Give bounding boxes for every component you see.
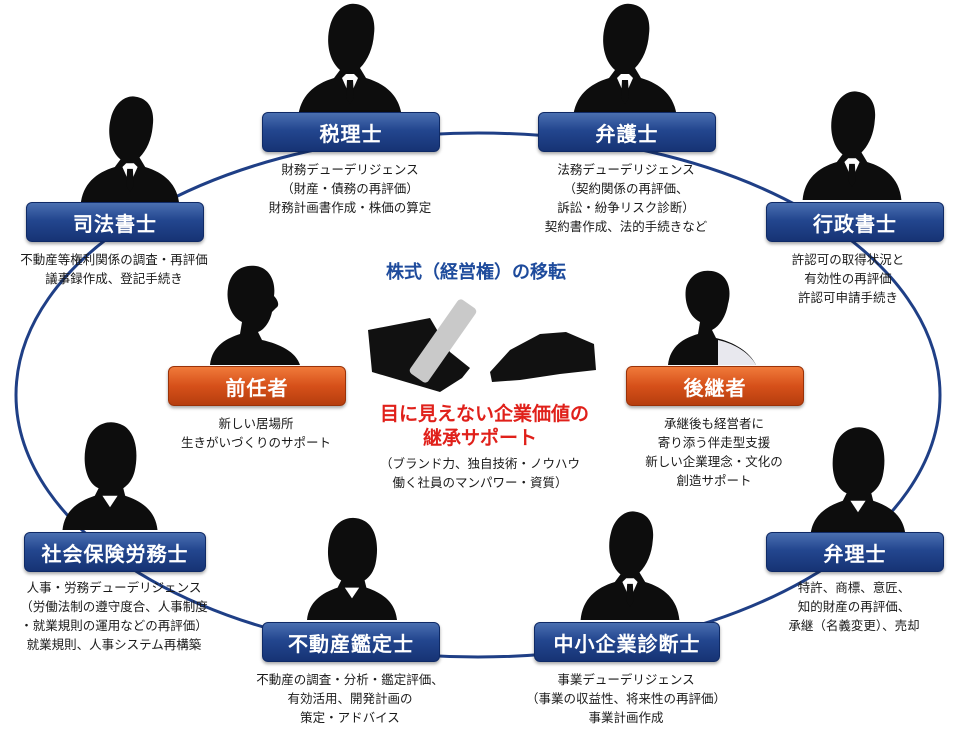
- successor-desc-line: 創造サポート: [614, 471, 814, 490]
- labor-consultant-label: 社会保険労務士: [24, 532, 206, 572]
- value-heading-line2: 継承サポート: [380, 426, 580, 450]
- tax-desc-line: （財産・債務の再評価）: [240, 179, 460, 198]
- sme-consultant-description: 事業デューデリジェンス （事業の収益性、将来性の再評価） 事業計画作成: [504, 670, 748, 727]
- predecessor-desc-line: 新しい居場所: [156, 414, 356, 433]
- value-description: （ブランド力、独自技術・ノウハウ 働く社員のマンパワー・資質）: [370, 454, 590, 492]
- successor-desc-line: 新しい企業理念・文化の: [614, 452, 814, 471]
- admin-desc-line: 許認可の取得状況と: [748, 250, 948, 269]
- tax-desc-line: 財務デューデリジェンス: [240, 160, 460, 179]
- real-estate-appraiser-description: 不動産の調査・分析・鑑定評価、 有効活用、開発計画の 策定・アドバイス: [236, 670, 464, 727]
- tax-desc-line: 財務計画書作成・株価の算定: [240, 198, 460, 217]
- patent-desc-line: 承継（名義変更）、売却: [754, 616, 954, 635]
- sme-desc-line: 事業計画作成: [504, 708, 748, 727]
- patent-attorney-description: 特許、商標、意匠、 知的財産の再評価、 承継（名義変更）、売却: [754, 578, 954, 635]
- appraiser-desc-line: 不動産の調査・分析・鑑定評価、: [236, 670, 464, 689]
- successor-desc-line: 承継後も経営者に: [614, 414, 814, 433]
- labor-desc-line: 人事・労務デューデリジェンス: [2, 578, 226, 597]
- judicial-desc-line: 議事録作成、登記手続き: [0, 269, 228, 288]
- appraiser-desc-line: 策定・アドバイス: [236, 708, 464, 727]
- predecessor-desc-line: 生きがいづくりのサポート: [156, 433, 356, 452]
- lawyer-description: 法務デューデリジェンス （契約関係の再評価、 訴訟・紛争リスク診断） 契約書作成…: [516, 160, 736, 236]
- predecessor-description: 新しい居場所 生きがいづくりのサポート: [156, 414, 356, 452]
- predecessor-label: 前任者: [168, 366, 346, 406]
- administrative-scrivener-description: 許認可の取得状況と 有効性の再評価 許認可申請手続き: [748, 250, 948, 307]
- judicial-scrivener-silhouette: [81, 96, 180, 205]
- patent-desc-line: 知的財産の再評価、: [754, 597, 954, 616]
- successor-label: 後継者: [626, 366, 804, 406]
- successor-silhouette: [668, 271, 756, 365]
- real-estate-appraiser-label: 不動産鑑定士: [262, 622, 440, 662]
- labor-desc-line: ・就業規則の運用などの再評価）: [2, 616, 226, 635]
- baton-handoff-illustration: [368, 298, 596, 392]
- tax-accountant-description: 財務デューデリジェンス （財産・債務の再評価） 財務計画書作成・株価の算定: [240, 160, 460, 217]
- tax-accountant-label: 税理士: [262, 112, 440, 152]
- value-heading: 目に見えない企業価値の 継承サポート: [380, 402, 580, 450]
- patent-attorney-silhouette: [811, 427, 906, 535]
- value-description-line1: （ブランド力、独自技術・ノウハウ: [370, 454, 590, 473]
- lawyer-desc-line: （契約関係の再評価、: [516, 179, 736, 198]
- real-estate-appraiser-silhouette: [307, 518, 397, 620]
- sme-consultant-silhouette: [581, 511, 680, 620]
- sme-consultant-label: 中小企業診断士: [534, 622, 720, 662]
- judicial-scrivener-label: 司法書士: [26, 202, 204, 242]
- lawyer-desc-line: 法務デューデリジェンス: [516, 160, 736, 179]
- value-heading-line1: 目に見えない企業価値の: [380, 402, 580, 426]
- patent-desc-line: 特許、商標、意匠、: [754, 578, 954, 597]
- successor-description: 承継後も経営者に 寄り添う伴走型支援 新しい企業理念・文化の 創造サポート: [614, 414, 814, 490]
- appraiser-desc-line: 有効活用、開発計画の: [236, 689, 464, 708]
- value-description-line2: 働く社員のマンパワー・資質）: [370, 473, 590, 492]
- administrative-scrivener-silhouette: [803, 91, 902, 200]
- patent-attorney-label: 弁理士: [766, 532, 944, 572]
- labor-desc-line: 就業規則、人事システム再構築: [2, 635, 226, 654]
- lawyer-desc-line: 契約書作成、法的手続きなど: [516, 217, 736, 236]
- transfer-title: 株式（経営権）の移転: [386, 258, 566, 284]
- labor-consultant-silhouette: [62, 422, 157, 530]
- lawyer-desc-line: 訴訟・紛争リスク診断）: [516, 198, 736, 217]
- admin-desc-line: 許認可申請手続き: [748, 288, 948, 307]
- judicial-desc-line: 不動産等権利関係の調査・再評価: [0, 250, 228, 269]
- tax-accountant-silhouette: [298, 4, 402, 118]
- administrative-scrivener-label: 行政書士: [766, 202, 944, 242]
- sme-desc-line: （事業の収益性、将来性の再評価）: [504, 689, 748, 708]
- judicial-scrivener-description: 不動産等権利関係の調査・再評価 議事録作成、登記手続き: [0, 250, 228, 288]
- lawyer-label: 弁護士: [538, 112, 716, 152]
- labor-desc-line: （労働法制の遵守度合、人事制度: [2, 597, 226, 616]
- admin-desc-line: 有効性の再評価: [748, 269, 948, 288]
- lawyer-silhouette: [573, 4, 677, 118]
- successor-desc-line: 寄り添う伴走型支援: [614, 433, 814, 452]
- labor-consultant-description: 人事・労務デューデリジェンス （労働法制の遵守度合、人事制度 ・就業規則の運用な…: [2, 578, 226, 654]
- sme-desc-line: 事業デューデリジェンス: [504, 670, 748, 689]
